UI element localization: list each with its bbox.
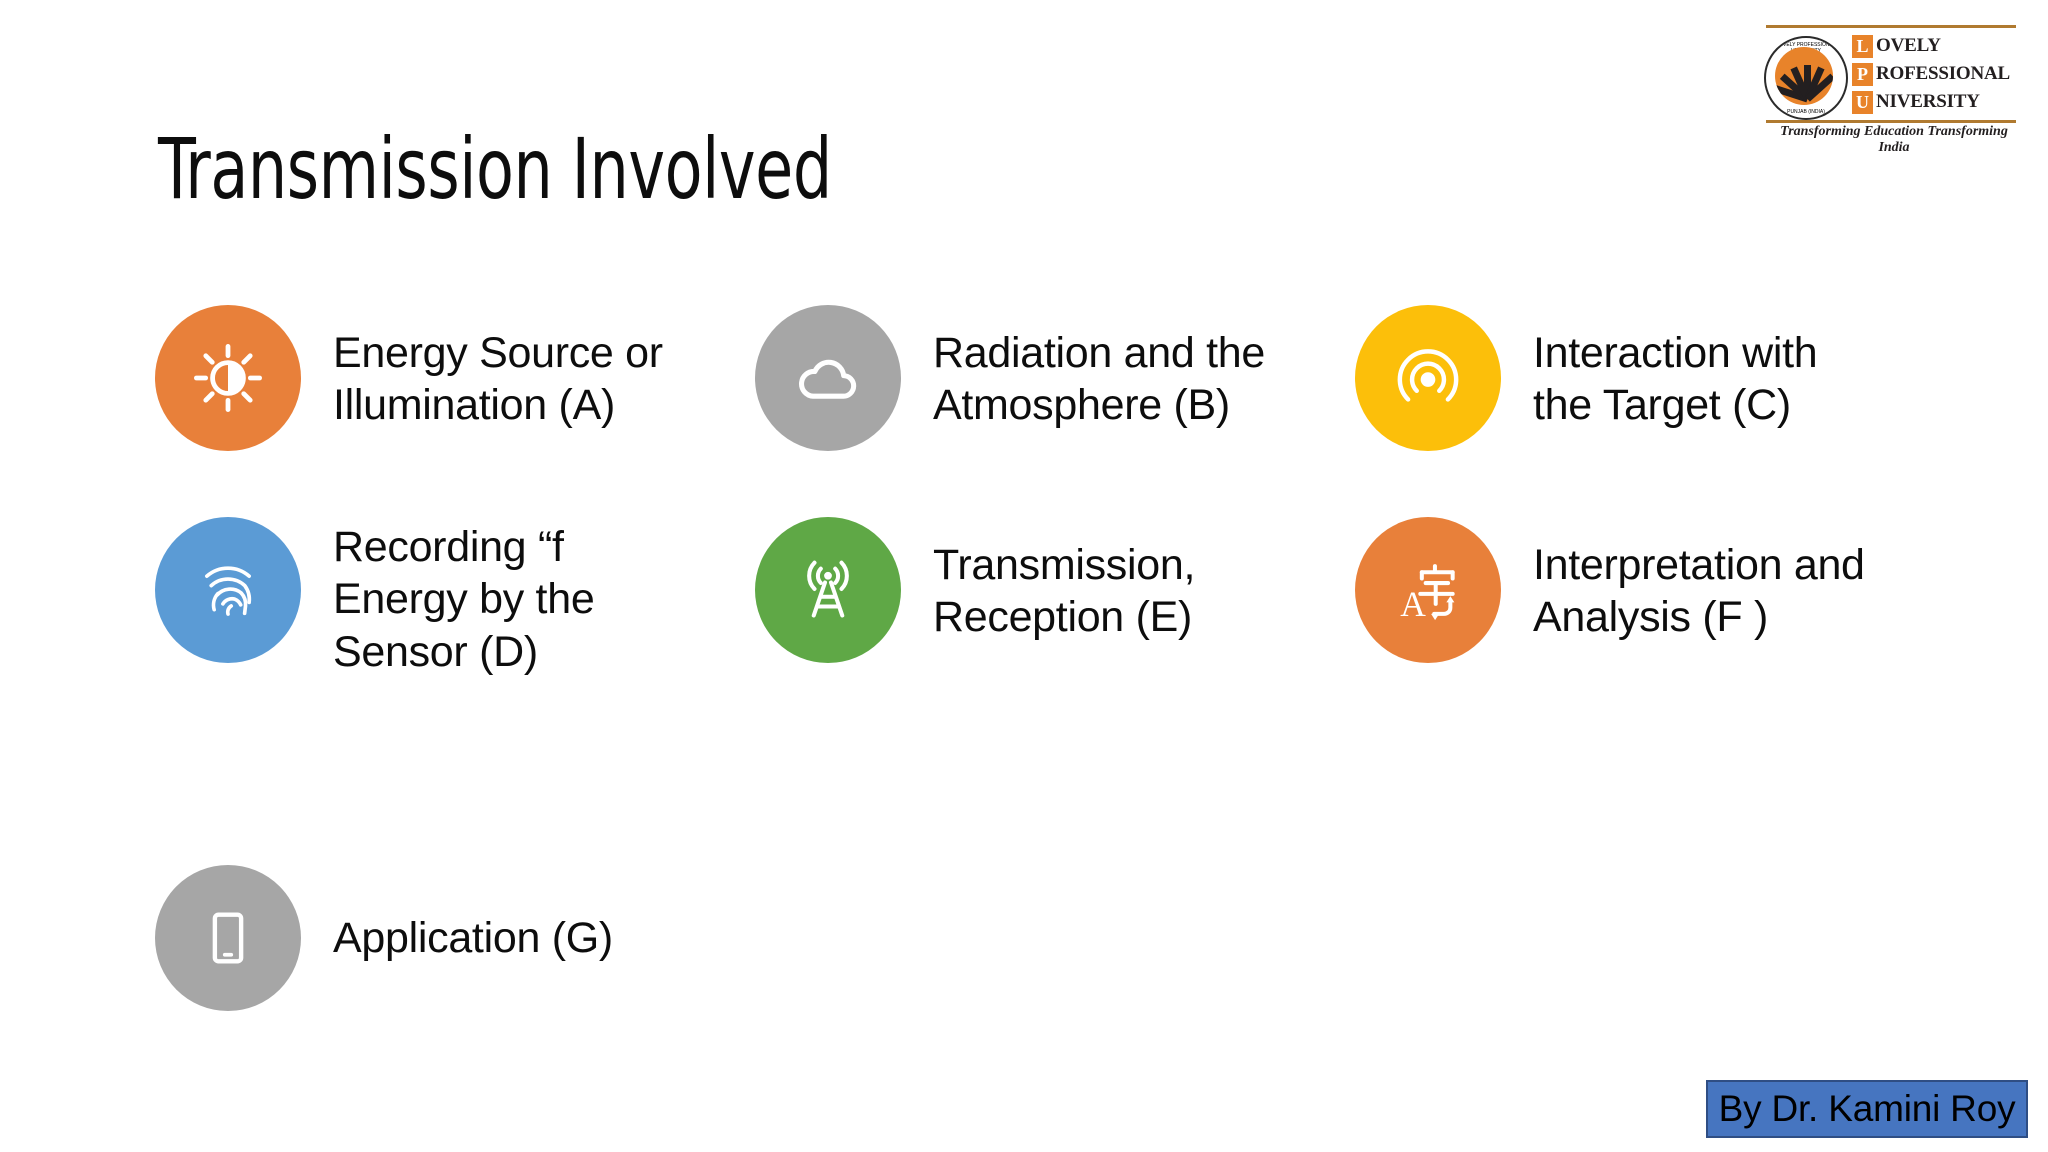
logo-boxed-letter: P xyxy=(1852,62,1873,86)
list-item-label: Transmission, Reception (E) xyxy=(933,541,1196,642)
logo-wordmark: L OVELY P ROFESSIONAL U NIVERSITY xyxy=(1852,32,2020,116)
logo-word-rest: NIVERSITY xyxy=(1876,91,1980,112)
logo-seal-bottom-text: PUNJAB (INDIA) xyxy=(1787,109,1825,115)
logo-boxed-letter: U xyxy=(1852,90,1873,114)
radio-tower-icon xyxy=(755,517,901,663)
logo-word-line: L OVELY xyxy=(1852,32,2020,60)
radar-signal-icon xyxy=(1355,305,1501,451)
list-item-recording-energy[interactable]: Recording “f Energy by the Sensor (D) xyxy=(155,517,595,678)
list-item-label: Energy Source or Illumination (A) xyxy=(333,329,663,430)
logo-bottom-rule xyxy=(1766,120,2016,123)
logo-sunburst-icon xyxy=(1775,47,1833,105)
logo-word-rest: OVELY xyxy=(1876,35,1941,56)
list-item-label: Interpretation and Analysis (F ) xyxy=(1533,541,1865,642)
list-item-label: Recording “f Energy by the Sensor (D) xyxy=(333,523,595,676)
author-byline-badge: By Dr. Kamini Roy xyxy=(1706,1080,2028,1138)
list-item-radiation-atmosphere[interactable]: Radiation and the Atmosphere (B) xyxy=(755,305,1265,451)
logo-boxed-letter: L xyxy=(1852,34,1873,58)
list-item-application[interactable]: Application (G) xyxy=(155,865,613,1011)
list-item-interpretation-analysis[interactable]: A Interpretation and Analysis (F ) xyxy=(1355,517,1865,663)
translate-icon: A xyxy=(1355,517,1501,663)
brightness-sun-icon xyxy=(155,305,301,451)
list-item-transmission-reception[interactable]: Transmission, Reception (E) xyxy=(755,517,1195,663)
cloud-icon xyxy=(755,305,901,451)
list-item-label: Application (G) xyxy=(333,914,613,962)
fingerprint-icon xyxy=(155,517,301,663)
list-item-interaction-target[interactable]: Interaction with the Target (C) xyxy=(1355,305,1818,451)
mobile-phone-icon xyxy=(155,865,301,1011)
logo-word-line: P ROFESSIONAL xyxy=(1852,60,2020,88)
page-title: Transmission Involved xyxy=(158,120,832,218)
logo-word-rest: ROFESSIONAL xyxy=(1876,63,2011,84)
logo-tagline: Transforming Education Transforming Indi… xyxy=(1780,124,2008,155)
svg-text:A: A xyxy=(1400,584,1426,624)
list-item-label: Interaction with the Target (C) xyxy=(1533,329,1818,430)
list-item-energy-source[interactable]: Energy Source or Illumination (A) xyxy=(155,305,663,451)
logo-top-rule xyxy=(1766,25,2016,28)
author-byline-text: By Dr. Kamini Roy xyxy=(1718,1088,2016,1129)
logo-word-line: U NIVERSITY xyxy=(1852,88,2020,116)
list-item-label: Radiation and the Atmosphere (B) xyxy=(933,329,1265,430)
